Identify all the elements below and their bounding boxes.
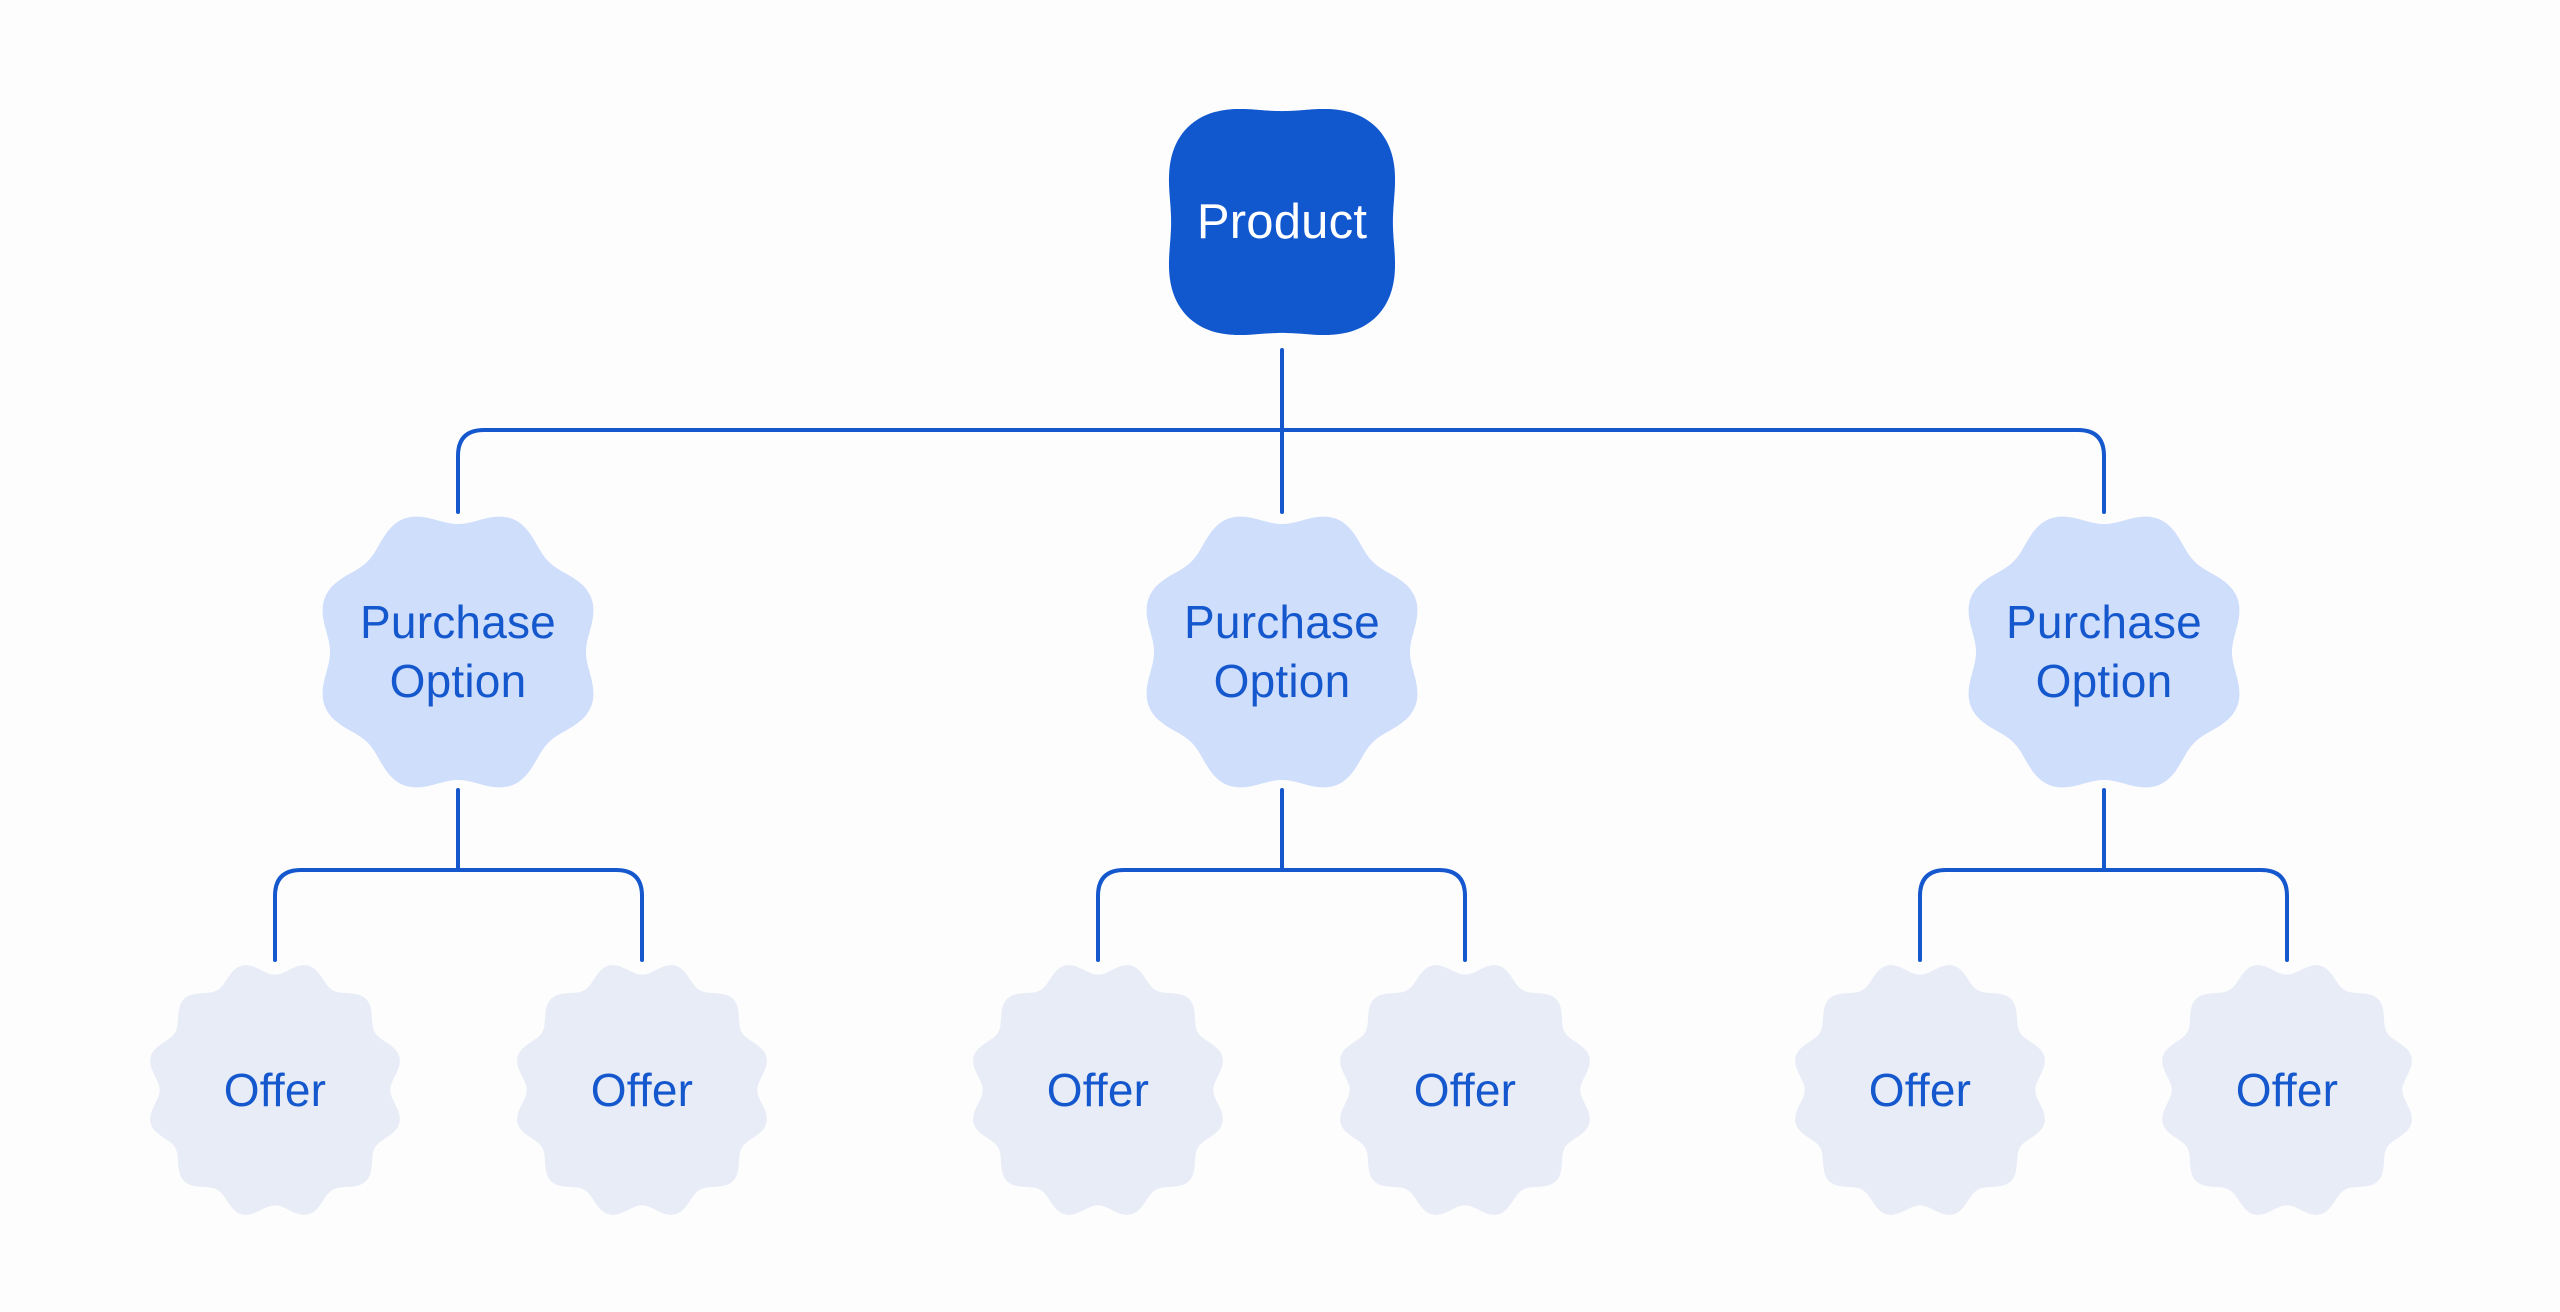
node-purchase-option-2[interactable] <box>1146 516 1418 788</box>
node-purchase-option-3[interactable] <box>1968 516 2240 788</box>
nodes-layer <box>150 108 2412 1215</box>
connector-offer-bus-3 <box>1918 868 2289 962</box>
node-offer-5[interactable] <box>1795 965 2045 1215</box>
connector-offer-bus-2 <box>1096 868 1467 962</box>
connectors-layer <box>273 348 2289 962</box>
connector-offer-bus-1 <box>273 868 644 962</box>
node-offer-3[interactable] <box>973 965 1223 1215</box>
node-offer-1[interactable] <box>150 965 400 1215</box>
node-offer-6[interactable] <box>2162 965 2412 1215</box>
node-offer-2[interactable] <box>517 965 767 1215</box>
node-offer-4[interactable] <box>1340 965 1590 1215</box>
node-purchase-option-1[interactable] <box>322 516 594 788</box>
node-product[interactable] <box>1168 108 1396 336</box>
